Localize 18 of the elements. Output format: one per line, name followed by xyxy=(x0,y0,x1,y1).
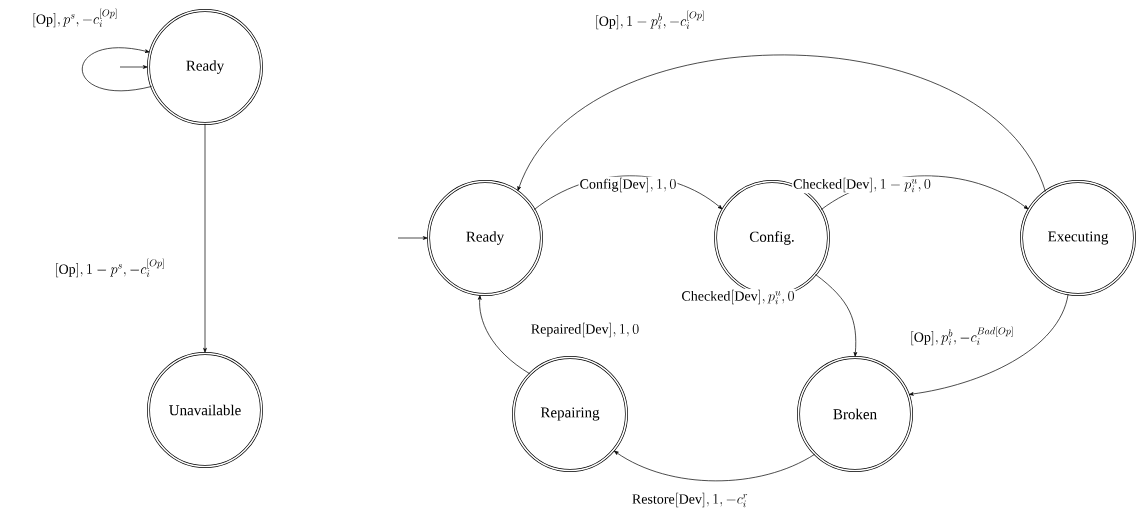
edge-label: $\mathrm{Restore}[\mathrm{Dev}], 1, -c_i^r$ xyxy=(630,491,750,509)
edge-label: $\mathrm{Checked}[\mathrm{Dev}], p_i^u, 0$ xyxy=(680,288,796,306)
arrow xyxy=(614,450,816,482)
start-arrow xyxy=(397,236,428,240)
arrow xyxy=(203,123,207,353)
arrow xyxy=(517,54,1046,192)
edge-label: $[\mathrm{Op}], p^s, -c_i^{[Op]}$ xyxy=(30,7,120,29)
start-arrow xyxy=(119,65,148,69)
edge-label: $[\mathrm{Op}], 1-p_i^b, -c_i^{[Op]}$ xyxy=(593,9,707,31)
loop-arrow xyxy=(81,47,152,91)
edge-label: $\mathrm{Config}[\mathrm{Dev}], 1, 0$ xyxy=(578,176,678,194)
edge-label: $[\mathrm{Op}], 1-p^s, -c_i^{[Op]}$ xyxy=(53,257,167,279)
edge-label: $[\mathrm{Op}], p_i^b, -c_i^{Bad[Op]}$ xyxy=(908,325,1016,347)
arrow xyxy=(909,293,1069,396)
edge-label: $\mathrm{Checked}[\mathrm{Dev}], 1-p_i^u, 0$ xyxy=(792,176,932,194)
edge-label: $\mathrm{Repaired}[\mathrm{Dev}], 1, 0$ xyxy=(529,321,641,339)
arrow xyxy=(815,274,858,357)
arrow xyxy=(477,295,531,375)
